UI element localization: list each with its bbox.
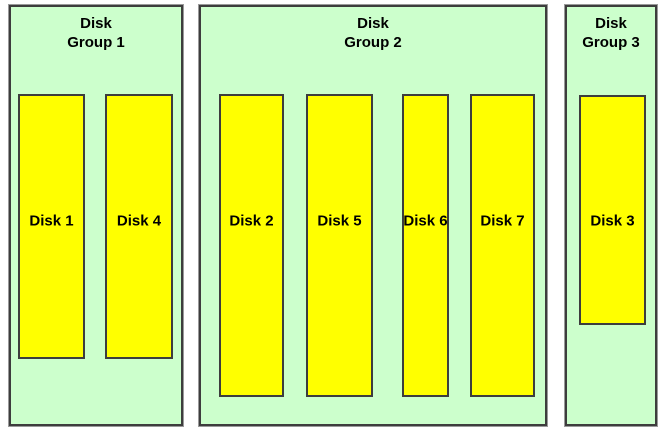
- disk-3-label: Disk 3: [590, 212, 635, 230]
- disk-group-1-title-line2: Group 1: [67, 34, 125, 51]
- disk-group-3-title-line1: Disk: [595, 15, 627, 32]
- disk-group-2-title-line2: Group 2: [344, 34, 402, 51]
- disk-1-label: Disk 1: [29, 212, 74, 230]
- disk-2-label: Disk 2: [229, 212, 274, 230]
- disk-4: Disk 4: [105, 94, 173, 359]
- disk-3: Disk 3: [579, 95, 646, 325]
- disk-7-label: Disk 7: [480, 212, 525, 230]
- disk-7: Disk 7: [470, 94, 535, 397]
- disk-6-label: Disk 6: [403, 212, 448, 230]
- disk-group-1-title: Disk Group 1: [11, 7, 181, 52]
- disk-5-label: Disk 5: [317, 212, 362, 230]
- disk-group-2-title: Disk Group 2: [201, 7, 545, 52]
- disk-group-2-title-line1: Disk: [357, 15, 389, 32]
- disk-6: Disk 6: [402, 94, 449, 397]
- disk-2: Disk 2: [219, 94, 284, 397]
- disk-4-label: Disk 4: [116, 212, 162, 230]
- disk-5: Disk 5: [306, 94, 373, 397]
- disk-1: Disk 1: [18, 94, 85, 359]
- disk-group-3-title: Disk Group 3: [567, 7, 655, 52]
- disk-group-1-title-line1: Disk: [80, 15, 112, 32]
- disk-group-3-panel: Disk Group 3 Disk 3: [564, 4, 658, 427]
- disk-group-1-panel: Disk Group 1 Disk 1 Disk 4: [8, 4, 184, 427]
- disk-group-3-title-line2: Group 3: [582, 34, 640, 51]
- disk-group-2-panel: Disk Group 2 Disk 2 Disk 5 Disk 6 Disk 7: [198, 4, 548, 427]
